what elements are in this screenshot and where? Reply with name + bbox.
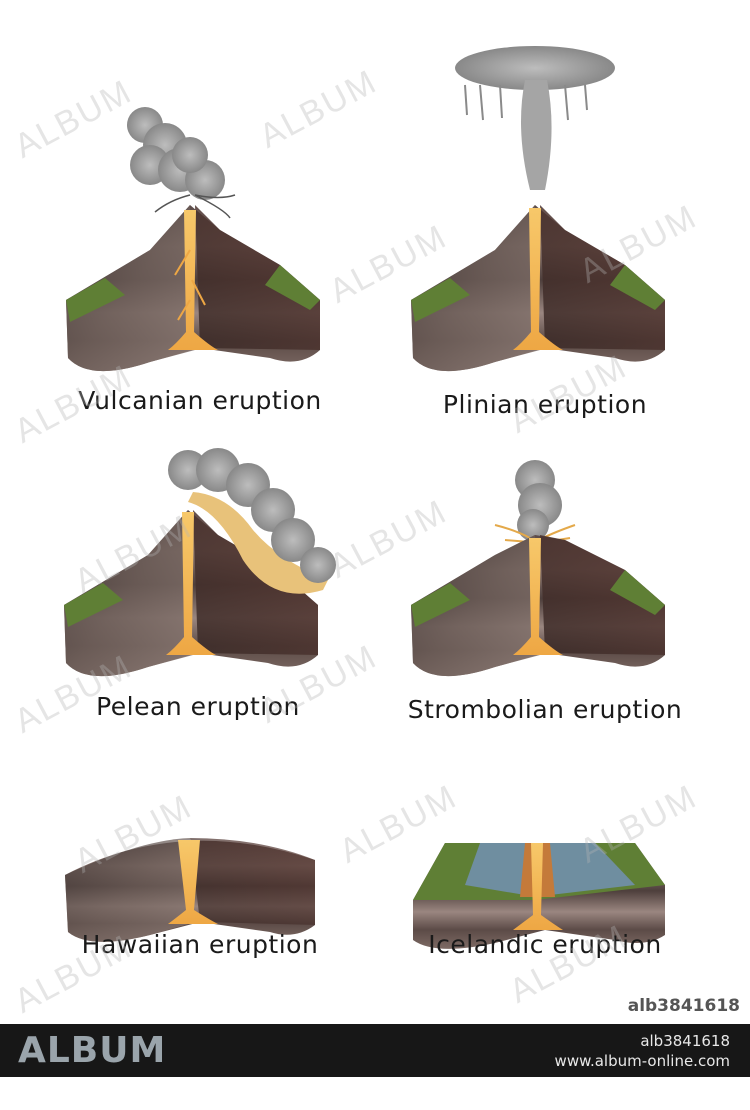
plinian-volcano-illustration [411,46,665,372]
panel-vulcanian: Vulcanian eruption [30,100,370,420]
panel-icelandic: Icelandic eruption [375,790,715,1110]
vulcanian-caption: Vulcanian eruption [78,386,322,415]
footer-site-link[interactable]: www.album-online.com [554,1052,730,1070]
icelandic-volcano-illustration [413,843,665,949]
panel-plinian: Plinian eruption [375,40,715,419]
icelandic-caption: Icelandic eruption [428,930,662,959]
stock-id-label: alb3841618 [627,996,740,1016]
plinian-caption: Plinian eruption [442,390,648,419]
panel-strombolian: Strombolian eruption [375,450,715,770]
pelean-caption: Pelean eruption [96,692,300,721]
footer-brand-logo[interactable]: ALBUM [18,1030,167,1071]
vulcanian-volcano-illustration [66,107,320,372]
footer-image-id: alb3841618 [640,1032,730,1050]
strombolian-volcano-illustration [411,460,665,677]
hawaiian-caption: Hawaiian eruption [81,930,319,959]
panel-hawaiian: Hawaiian eruption [30,770,370,1090]
panel-pelean: Pelean eruption [28,440,368,760]
footer-bar: ALBUM alb3841618 www.album-online.com [0,1024,750,1077]
pelean-volcano-illustration [64,448,336,677]
strombolian-caption: Strombolian eruption [407,695,683,724]
hawaiian-volcano-illustration [65,838,315,942]
